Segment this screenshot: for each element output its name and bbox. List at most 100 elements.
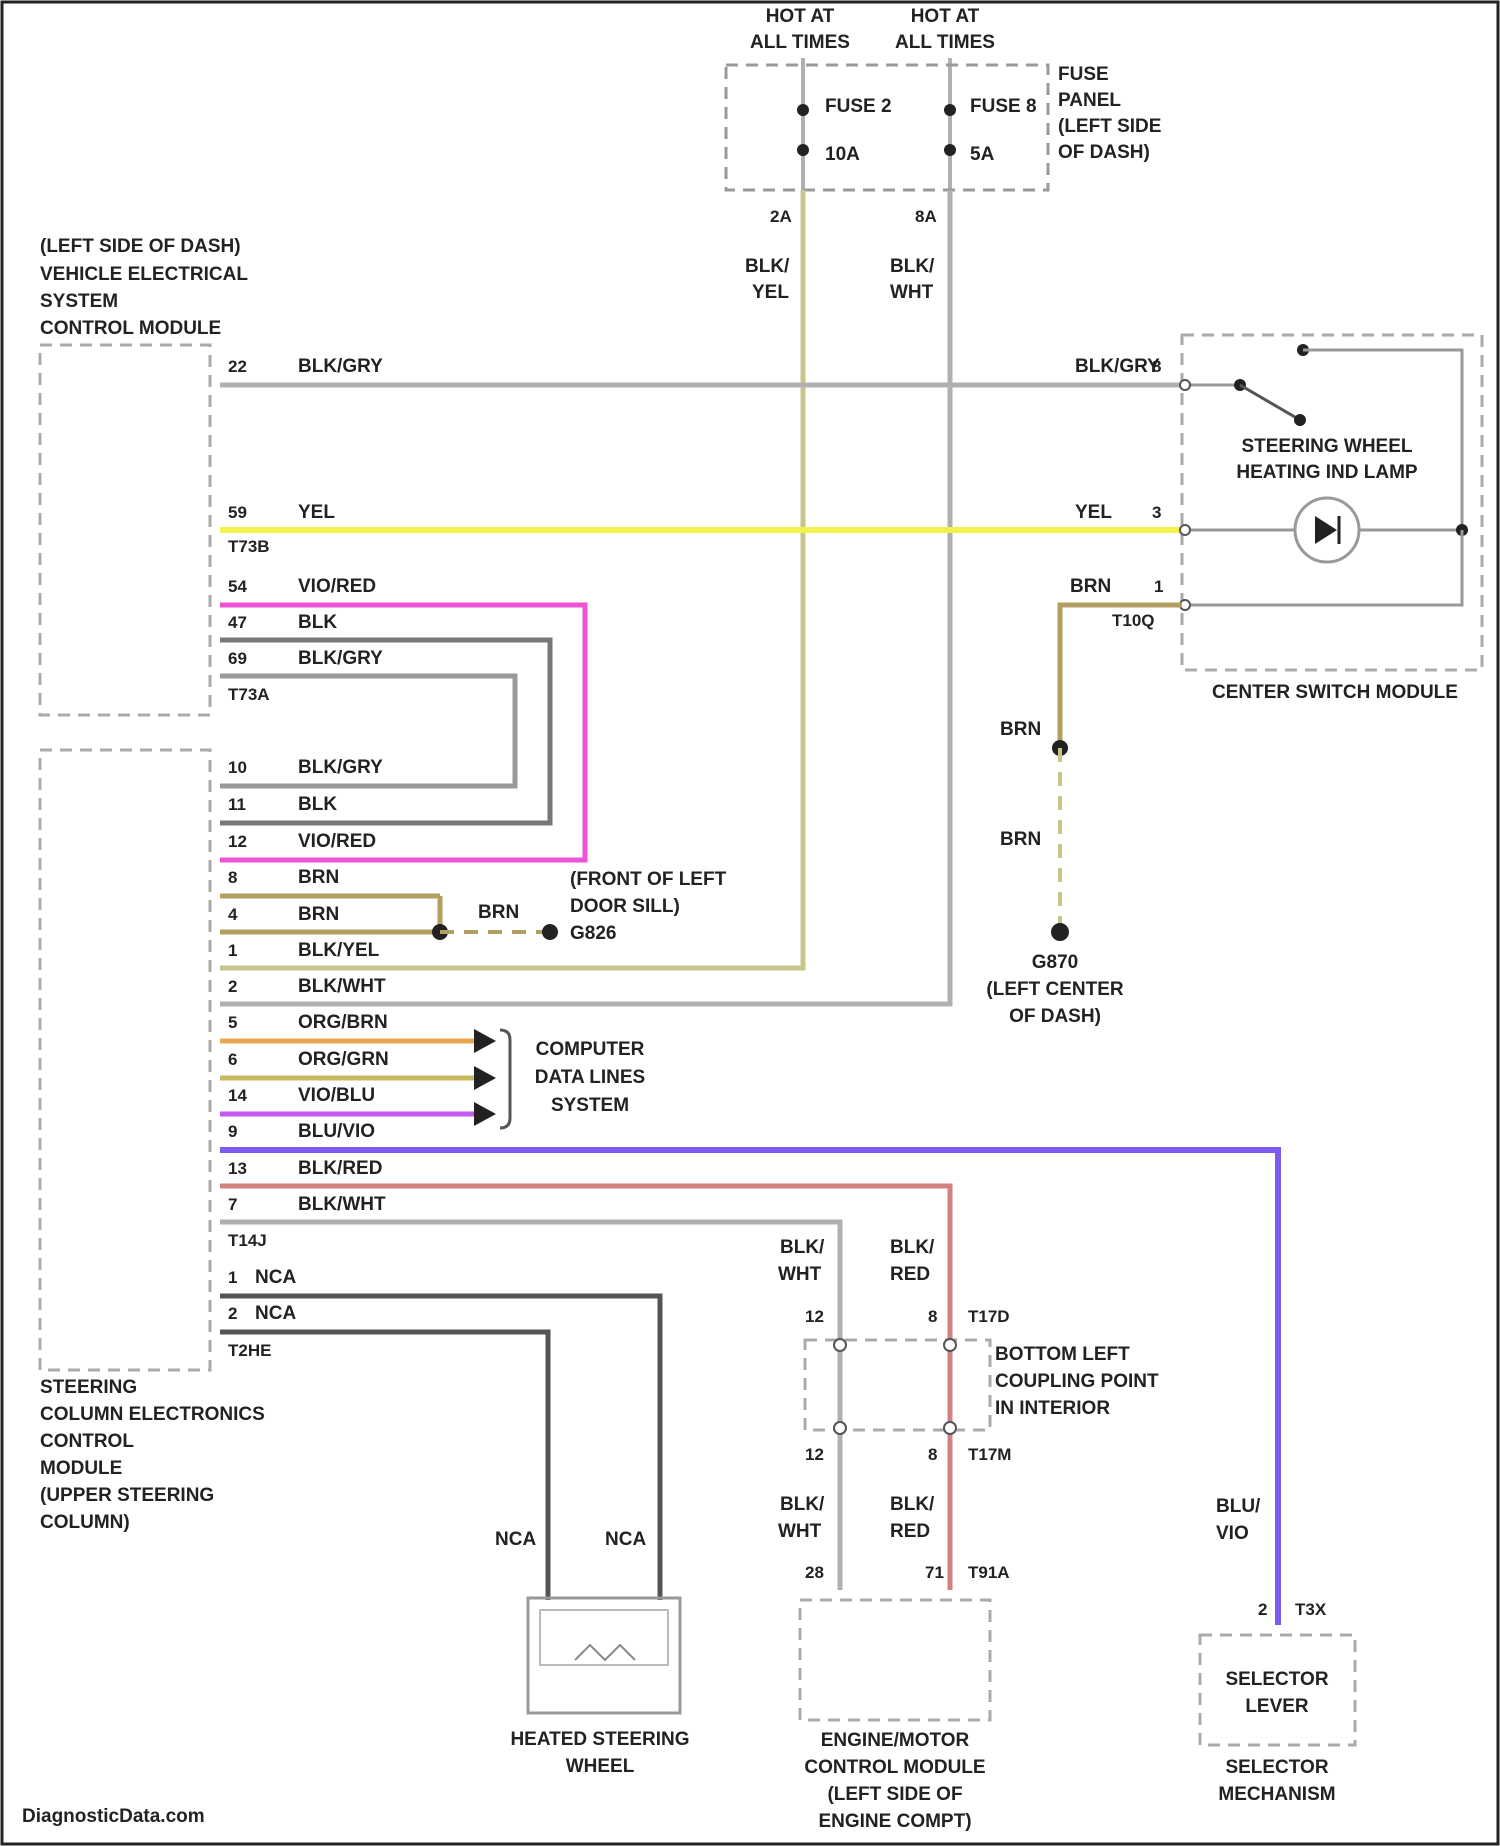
vesc-box — [40, 345, 210, 715]
coupling-conn-bot: T17M — [968, 1445, 1011, 1464]
scem-pin-1: 1 — [228, 941, 237, 960]
selector-wire-1: BLU/ — [1216, 1496, 1261, 1517]
ecm-label-4: ENGINE COMPT) — [818, 1811, 971, 1832]
scem-pin-14: 14 — [228, 1086, 247, 1105]
arrow-org-grn — [474, 1066, 496, 1090]
fuse8-rating: 5A — [970, 144, 995, 165]
vesc-pin-54: 54 — [228, 577, 247, 596]
vesc-pin-22: 22 — [228, 357, 247, 376]
csm-switch-contact — [1294, 414, 1306, 426]
fuse2-label: FUSE 2 — [825, 96, 892, 117]
vesc-wire-69: BLK/GRY — [298, 648, 383, 669]
ecm-label-2: CONTROL MODULE — [804, 1757, 985, 1778]
hsw-nca-1: NCA — [495, 1529, 536, 1550]
cdl-brace — [500, 1030, 510, 1128]
fuse-panel: HOT AT ALL TIMES HOT AT ALL TIMES FUSE 2… — [726, 6, 1161, 303]
fuse8-contact-b — [944, 144, 956, 156]
scem-pin-11: 11 — [228, 795, 246, 814]
cdl-label-2: DATA LINES — [535, 1067, 645, 1088]
vesc-wire-47: BLK — [298, 612, 337, 633]
scem-label-3: CONTROL — [40, 1431, 134, 1452]
fuse8-wire-2: WHT — [890, 282, 934, 303]
arrow-org-brn — [474, 1029, 496, 1053]
coupling-term-4 — [944, 1422, 956, 1434]
splice-label-1: (FRONT OF LEFT — [570, 869, 727, 890]
hsw-label-1: HEATED STEERING — [510, 1729, 689, 1750]
ground-brn-2: BRN — [1000, 829, 1041, 850]
splice-wire-label: BRN — [478, 902, 519, 923]
fuse8-wire-1: BLK/ — [890, 256, 935, 277]
scem-label-6: COLUMN) — [40, 1512, 130, 1533]
scem-wire-7: BLK/WHT — [298, 1194, 386, 1215]
csm-pin-1: 1 — [1154, 577, 1163, 596]
selector-label-2: MECHANISM — [1218, 1784, 1335, 1805]
scem-pin-5: 5 — [228, 1013, 237, 1032]
csm-wire-8: BLK/GRY — [1075, 356, 1160, 377]
hot-label-1b: ALL TIMES — [750, 32, 850, 53]
scem-wire-10: BLK/GRY — [298, 757, 383, 778]
scem-pin-12: 12 — [228, 832, 247, 851]
fuse2-contact-b — [797, 144, 809, 156]
selector-wire-2: VIO — [1216, 1523, 1249, 1544]
vesc-wire-54: VIO/RED — [298, 576, 376, 597]
scem-pin-8: 8 — [228, 868, 237, 887]
coupling-wire-a-1: BLK/ — [780, 1237, 825, 1258]
heater-icon — [575, 1645, 635, 1660]
fuse2-rating: 10A — [825, 144, 860, 165]
coupling-point: BLK/ WHT BLK/ RED 12 8 T17D BOTTOM LEFT … — [778, 1237, 1159, 1582]
fuse-panel-label-1: FUSE — [1058, 64, 1109, 85]
vesc-conn-2: T73A — [228, 685, 270, 704]
center-switch-label: CENTER SWITCH MODULE — [1212, 682, 1458, 703]
vesc-wire-59: YEL — [298, 502, 335, 523]
coupling-pin-bot-b: 8 — [928, 1445, 937, 1464]
scem-pin-10: 10 — [228, 758, 247, 777]
g826-dot — [542, 924, 558, 940]
hsw-box — [528, 1598, 680, 1713]
coupling-wire-c-1: BLK/ — [780, 1494, 825, 1515]
coupling-term-1 — [834, 1339, 846, 1351]
scem-pin-2: 2 — [228, 977, 237, 996]
scem-nca-pin-2: 2 — [228, 1304, 237, 1323]
fuse8-pin: 8A — [915, 207, 937, 226]
vesc-module: (LEFT SIDE OF DASH) VEHICLE ELECTRICAL S… — [40, 236, 383, 715]
hsw-element — [540, 1610, 668, 1665]
coupling-conn-top: T17D — [968, 1307, 1010, 1326]
scem-nca-pin-1: 1 — [228, 1268, 237, 1287]
ground-brn-1: BRN — [1000, 719, 1041, 740]
csm-lamp-label-2: HEATING IND LAMP — [1236, 462, 1418, 483]
scem-pin-13: 13 — [228, 1159, 247, 1178]
vesc-pin-69: 69 — [228, 649, 247, 668]
hsw-label-2: WHEEL — [566, 1756, 635, 1777]
coupling-wire-d-1: BLK/ — [890, 1494, 935, 1515]
selector-box-1: SELECTOR — [1225, 1669, 1328, 1690]
wire-nca-2 — [220, 1332, 548, 1600]
csm-switch-blade — [1240, 385, 1300, 420]
coupling-pin-ecm-a: 28 — [805, 1563, 824, 1582]
csm-wire-1: BRN — [1070, 576, 1111, 597]
csm-wire-3: YEL — [1075, 502, 1112, 523]
fuse8-label: FUSE 8 — [970, 96, 1037, 117]
scem-wire-8: BRN — [298, 867, 339, 888]
fuse8-contact-a — [944, 104, 956, 116]
scem-wire-12: VIO/RED — [298, 831, 376, 852]
coupling-pin-top-a: 12 — [805, 1307, 824, 1326]
ecm-label-1: ENGINE/MOTOR — [821, 1730, 970, 1751]
fuse-panel-label-3: (LEFT SIDE — [1058, 116, 1161, 137]
scem-wire-9: BLU/VIO — [298, 1121, 375, 1142]
selector-label-1: SELECTOR — [1225, 1757, 1328, 1778]
coupling-conn-ecm: T91A — [968, 1563, 1010, 1582]
scem-wire-13: BLK/RED — [298, 1158, 382, 1179]
scem-wire-2: BLK/WHT — [298, 976, 386, 997]
fuse2-contact-a — [797, 104, 809, 116]
hot-label-1a: HOT AT — [766, 6, 835, 27]
coupling-pin-ecm-b: 71 — [925, 1563, 944, 1582]
scem-wire-5: ORG/BRN — [298, 1012, 388, 1033]
scem-nca-wire-2: NCA — [255, 1303, 296, 1324]
vesc-label-4: CONTROL MODULE — [40, 318, 221, 339]
scem-wire-14: VIO/BLU — [298, 1085, 375, 1106]
scem-conn-b: T2HE — [228, 1341, 271, 1360]
selector-box — [1200, 1635, 1355, 1745]
scem-module: 10 BLK/GRY 11 BLK 12 VIO/RED 8 BRN 4 BRN… — [40, 750, 389, 1533]
watermark: DiagnosticData.com — [22, 1806, 205, 1827]
